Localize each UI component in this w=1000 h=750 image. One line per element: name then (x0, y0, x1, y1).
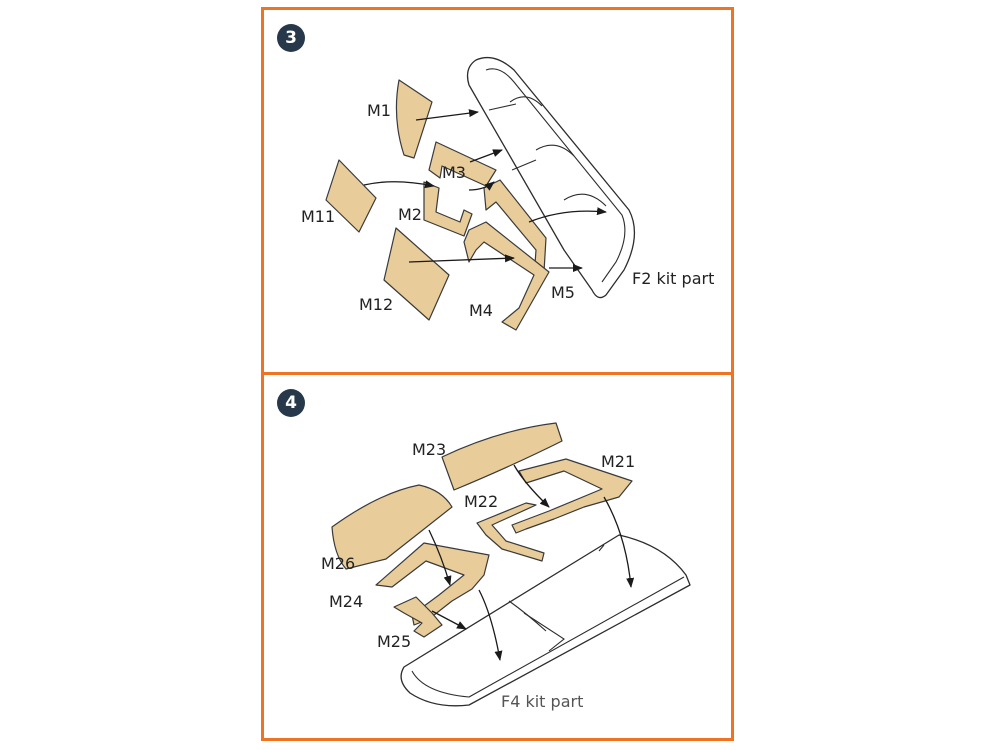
arrow-m21 (603, 496, 635, 588)
f2-kit-part (466, 56, 636, 299)
arrow-m3 (469, 149, 503, 163)
label-m25: M25 (377, 632, 411, 651)
arrow-m4 (408, 254, 515, 263)
label-m12: M12 (359, 295, 393, 314)
label-m26: M26 (321, 554, 355, 573)
mask-m3 (428, 141, 497, 187)
arrow-m11 (363, 180, 435, 189)
mask-m2 (423, 181, 473, 237)
arrow-m23 (513, 464, 550, 508)
mask-m26 (331, 484, 453, 570)
mask-m12 (383, 227, 450, 321)
f4-kit-part (400, 534, 691, 707)
arrow-m25 (431, 610, 467, 630)
step-number-badge: 4 (277, 389, 305, 417)
arrow-m5 (528, 207, 607, 223)
label-m24: M24 (329, 592, 363, 611)
mask-m11 (325, 159, 377, 233)
label-m4: M4 (469, 301, 493, 320)
mask-m22 (476, 502, 545, 562)
label-m3: M3 (442, 163, 466, 182)
label-f4-kit-part: F4 kit part (501, 692, 583, 711)
mask-m21 (511, 458, 633, 534)
step-4-diagram: M23 M21 M22 M26 M24 M25 F4 kit part (321, 422, 691, 711)
mask-m23 (441, 422, 563, 491)
label-m2: M2 (398, 205, 422, 224)
mask-m1 (395, 79, 433, 159)
label-f2-kit-part: F2 kit part (632, 269, 714, 288)
step-number-badge: 3 (277, 24, 305, 52)
step-3-diagram: M1 M3 M2 M11 M12 M4 M5 F2 kit part (301, 56, 714, 331)
arrow-m26 (428, 529, 452, 586)
arrow-m1 (415, 109, 479, 121)
label-m23: M23 (412, 440, 446, 459)
step-4-panel: 4 M23 (261, 372, 734, 741)
label-m5: M5 (551, 283, 575, 302)
label-m11: M11 (301, 207, 335, 226)
mask-m25 (393, 596, 443, 638)
arrow-m24 (478, 589, 503, 661)
mask-m4 (463, 221, 550, 331)
step-3-panel: 3 (261, 7, 734, 375)
arrow-m2 (468, 181, 495, 191)
label-m21: M21 (601, 452, 635, 471)
label-m1: M1 (367, 101, 391, 120)
label-m22: M22 (464, 492, 498, 511)
